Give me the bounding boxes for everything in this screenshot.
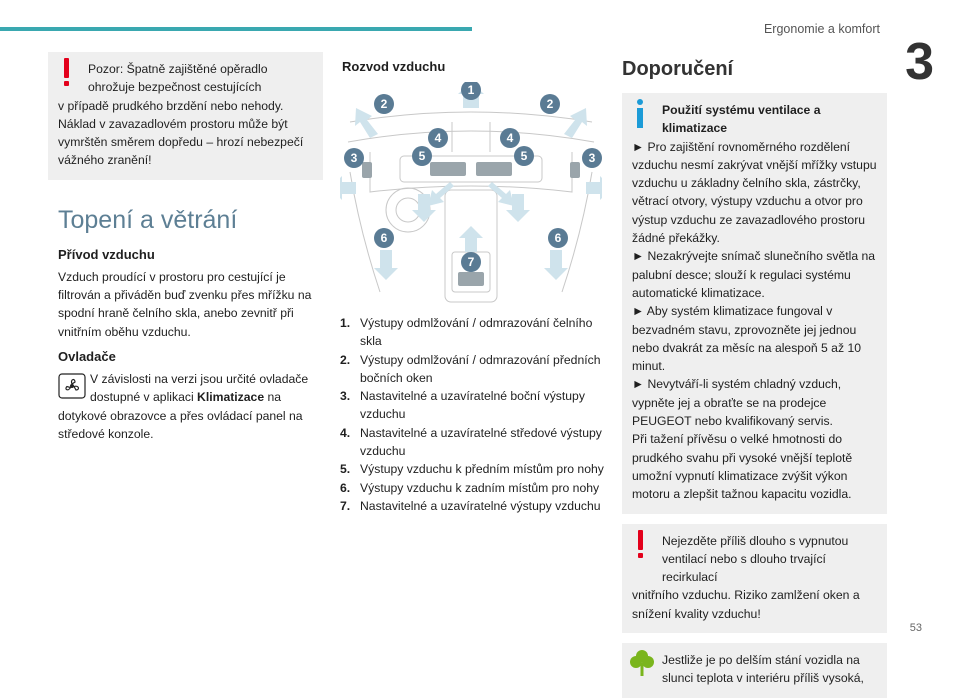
- info-item: ► Pro zajištění rovnoměrného rozdělení v…: [632, 139, 877, 246]
- air-supply-text: Vzduch proudící v prostoru pro cestující…: [58, 269, 312, 339]
- controls-app-name: Klimatizace: [197, 390, 265, 405]
- column-middle: Rozvod vzduchu: [340, 52, 605, 515]
- legend-item: 5. Výstupy vzduchu k předním místům pro n…: [340, 460, 605, 478]
- info-box-ventilation: Použití systému ventilace a klimatizace …: [622, 93, 887, 514]
- environment-box: Jestliže je po delším stání vozidla na s…: [622, 643, 887, 698]
- chapter-number: 3: [905, 33, 934, 91]
- callout-5-right: 5: [514, 146, 534, 166]
- air-distribution-diagram: 1 2 2 3 3 4 4 5 5 6 6 7: [340, 82, 602, 303]
- tree-icon: [630, 649, 654, 677]
- legend-text: Nastavitelné a uzavíratelné středové výs…: [360, 425, 602, 459]
- air-supply-title: Přívod vzduchu: [58, 246, 155, 262]
- svg-text:7: 7: [468, 255, 475, 269]
- warning-lead: Nejezděte příliš dlouho s vypnutou venti…: [662, 533, 849, 585]
- svg-text:5: 5: [419, 149, 426, 163]
- legend-number: 7.: [340, 498, 351, 513]
- controls-lead-line2-end: na: [264, 390, 282, 405]
- warning-icon: [56, 58, 76, 86]
- section-title: Ergonomie a komfort: [763, 22, 880, 36]
- callout-3-right: 3: [582, 148, 602, 168]
- svg-text:3: 3: [351, 151, 358, 165]
- svg-text:4: 4: [435, 131, 442, 145]
- column-right: Doporučení Použití systému ventilace a k…: [622, 52, 887, 698]
- legend-item: 2. Výstupy odmlžování / odmrazování předn…: [340, 351, 605, 388]
- svg-text:2: 2: [381, 97, 388, 111]
- section-heading: Topení a větrání: [58, 205, 238, 234]
- svg-text:5: 5: [521, 149, 528, 163]
- svg-text:2: 2: [547, 97, 554, 111]
- legend-number: 2.: [340, 352, 351, 367]
- legend-text: Výstupy vzduchu k zadním místům pro nohy: [360, 480, 600, 495]
- callout-5-left: 5: [412, 146, 432, 166]
- page-number: 53: [909, 622, 922, 634]
- header-accent-bar: [0, 27, 472, 31]
- info-icon: [630, 99, 650, 129]
- callout-4-right: 4: [500, 128, 520, 148]
- controls-lead: V závislosti na verzi jsou určité ovlada…: [58, 370, 323, 407]
- callout-1: 1: [461, 82, 481, 100]
- warning-rest: vnitřního vzduchu. Riziko zamlžení oken …: [632, 588, 860, 621]
- controls-lead-line1: V závislosti na verzi jsou určité ovlada…: [90, 371, 309, 386]
- legend-number: 1.: [340, 316, 351, 330]
- info-item: Při tažení přívěsu o velké hmotnosti do …: [632, 432, 853, 502]
- recommendations-title: Doporučení: [622, 58, 734, 80]
- legend-item: 4. Nastavitelné a uzavíratelné středové v…: [340, 424, 605, 461]
- legend-text: Výstupy odmlžování / odmrazování předníc…: [360, 352, 601, 385]
- callout-4-left: 4: [428, 128, 448, 148]
- environment-lead: Jestliže je po delším stání vozidla na s…: [662, 653, 864, 686]
- info-item: ► Nevytváří-li systém chladný vzduch, vy…: [632, 377, 842, 429]
- legend-item: 7. Nastavitelné a uzavíratelné výstupy vz…: [340, 497, 605, 515]
- svg-text:4: 4: [507, 131, 514, 145]
- legend-number: 5.: [340, 462, 351, 477]
- legend-item: 3. Nastavitelné a uzavíratelné boční výst…: [340, 387, 605, 424]
- callout-6-left: 6: [374, 228, 394, 248]
- info-item: ► Nezakrývejte snímač slunečního světla …: [632, 249, 876, 300]
- callout-7: 7: [461, 252, 481, 272]
- warning-box-recirculation: Nejezděte příliš dlouho s vypnutou venti…: [622, 523, 887, 634]
- callout-3-left: 3: [344, 148, 364, 168]
- warning-box-seat: Pozor: Špatně zajištěné opěradlo ohrožuj…: [48, 52, 323, 180]
- legend-text: Výstupy odmlžování / odmrazování čelního…: [360, 316, 593, 349]
- controls-paragraph: V závislosti na verzi jsou určité ovlada…: [58, 370, 323, 443]
- legend-item: 6. Výstupy vzduchu k zadním místům pro no…: [340, 479, 605, 497]
- legend-text: Nastavitelné a uzavíratelné boční výstup…: [360, 389, 585, 422]
- callout-2-left: 2: [374, 94, 394, 114]
- controls-rest: dotykové obrazovce a přes ovládací panel…: [58, 408, 303, 441]
- legend-number: 4.: [340, 425, 351, 440]
- svg-text:6: 6: [555, 231, 562, 245]
- svg-text:1: 1: [468, 83, 475, 97]
- fan-touchscreen-icon: [58, 373, 86, 404]
- legend-number: 3.: [340, 389, 351, 404]
- warning-lead: Pozor: Špatně zajištěné opěradlo ohrožuj…: [88, 62, 268, 95]
- column-left: Pozor: Špatně zajištěné opěradlo ohrožuj…: [48, 52, 323, 443]
- controls-lead-line2: dostupné v aplikaci: [90, 390, 198, 405]
- legend-text: Nastavitelné a uzavíratelné výstupy vzdu…: [360, 498, 601, 513]
- svg-text:3: 3: [589, 151, 596, 165]
- legend-number: 6.: [340, 480, 351, 495]
- callout-2-right: 2: [540, 94, 560, 114]
- legend-item: 1. Výstupy odmlžování / odmrazování čelní…: [340, 314, 605, 351]
- legend-text: Výstupy vzduchu k předním místům pro noh…: [360, 462, 604, 477]
- warning-icon: [630, 529, 650, 558]
- controls-title: Ovladače: [58, 348, 116, 364]
- svg-text:6: 6: [381, 231, 388, 245]
- warning-rest: v případě prudkého brzdění nebo nehody. …: [58, 98, 304, 168]
- callout-6-right: 6: [548, 228, 568, 248]
- info-title: Použití systému ventilace a klimatizace: [662, 103, 821, 136]
- air-distribution-title: Rozvod vzduchu: [342, 59, 446, 74]
- info-item: ► Aby systém klimatizace fungoval v bezv…: [632, 304, 861, 374]
- diagram-legend: 1. Výstupy odmlžování / odmrazování čelní…: [340, 314, 605, 515]
